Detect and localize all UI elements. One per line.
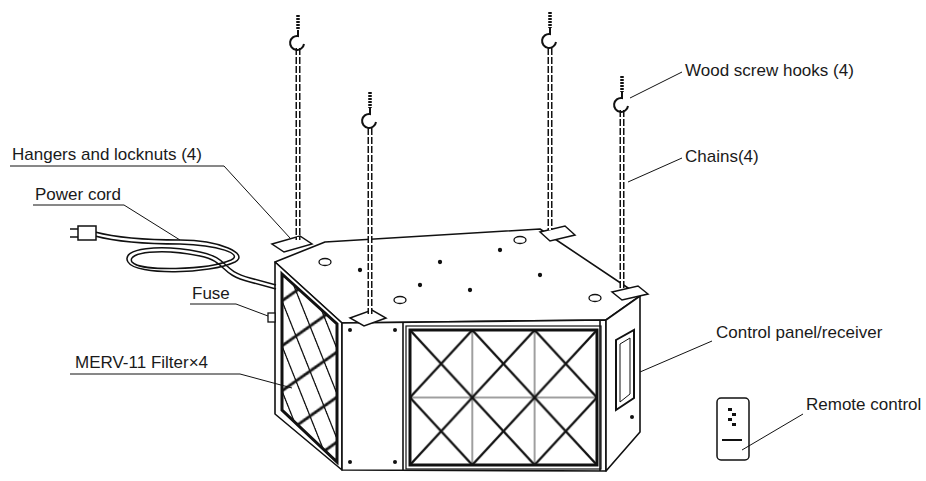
leader-lines	[10, 72, 803, 450]
front-filter	[410, 330, 597, 465]
part-label: Hangers and locknuts (4)	[12, 146, 202, 163]
housing	[275, 229, 640, 471]
remote-control	[717, 398, 749, 460]
hangers	[272, 226, 648, 326]
side-filter	[282, 274, 337, 462]
part-label: Wood screw hooks (4)	[685, 62, 854, 79]
part-label: Remote control	[806, 396, 921, 413]
part-label: Fuse	[192, 285, 230, 302]
fuse	[268, 313, 275, 322]
control-panel	[616, 330, 634, 410]
part-label: Power cord	[35, 186, 121, 203]
part-label: Control panel/receiver	[716, 324, 882, 341]
top-details	[319, 237, 601, 304]
part-label: MERV-11 Filter×4	[75, 354, 208, 371]
chains	[298, 48, 622, 314]
wood-screw-hooks	[290, 12, 628, 128]
part-label: Chains(4)	[685, 148, 759, 165]
